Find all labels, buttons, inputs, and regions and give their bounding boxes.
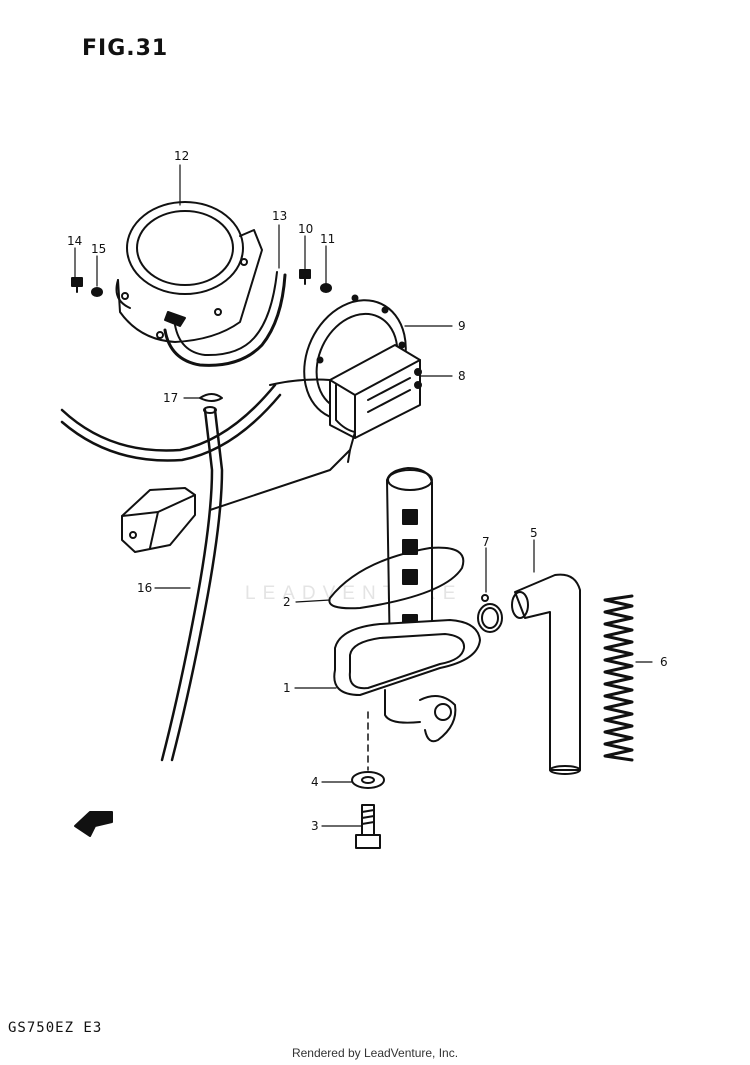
callout-9: 9 [458, 319, 466, 333]
part-13-strip [163, 271, 287, 367]
part-4-washer [351, 771, 385, 789]
callout-13: 13 [272, 209, 287, 223]
callout-6: 6 [660, 655, 668, 669]
callout-10: 10 [298, 222, 313, 236]
model-code: GS750EZ E3 [8, 1020, 103, 1036]
callout-1: 1 [283, 681, 291, 695]
callout-4: 4 [311, 775, 319, 789]
part-7-clip [477, 594, 503, 633]
front-arrow-icon [74, 811, 113, 837]
part-8-sending-unit [121, 344, 422, 553]
callout-7: 7 [482, 535, 490, 549]
callout-3: 3 [311, 819, 319, 833]
callout-17: 17 [163, 391, 178, 405]
part-5-fuel-hose [511, 573, 581, 775]
part-3-bolt [355, 804, 381, 849]
footer-credit: Rendered by LeadVenture, Inc. [291, 1046, 459, 1060]
part-16-hose [60, 383, 282, 762]
callout-8: 8 [458, 369, 466, 383]
figure-title: FIG.31 [82, 36, 169, 61]
callout-15: 15 [91, 242, 106, 256]
callout-16: 16 [137, 581, 152, 595]
part-6-spring [603, 594, 634, 762]
part-15-washer [91, 287, 103, 297]
callout-12: 12 [174, 149, 189, 163]
callout-14: 14 [67, 234, 82, 248]
part-1-fuel-cock [333, 467, 481, 743]
part-14-screw [71, 277, 83, 293]
part-2-o-ring [328, 546, 465, 610]
callout-11: 11 [320, 232, 335, 246]
part-12-bracket [115, 201, 263, 343]
part-17-clamp [199, 393, 223, 402]
part-10-screw [299, 269, 311, 285]
part-11-washer [320, 283, 332, 293]
callout-2: 2 [283, 595, 291, 609]
callout-5: 5 [530, 526, 538, 540]
